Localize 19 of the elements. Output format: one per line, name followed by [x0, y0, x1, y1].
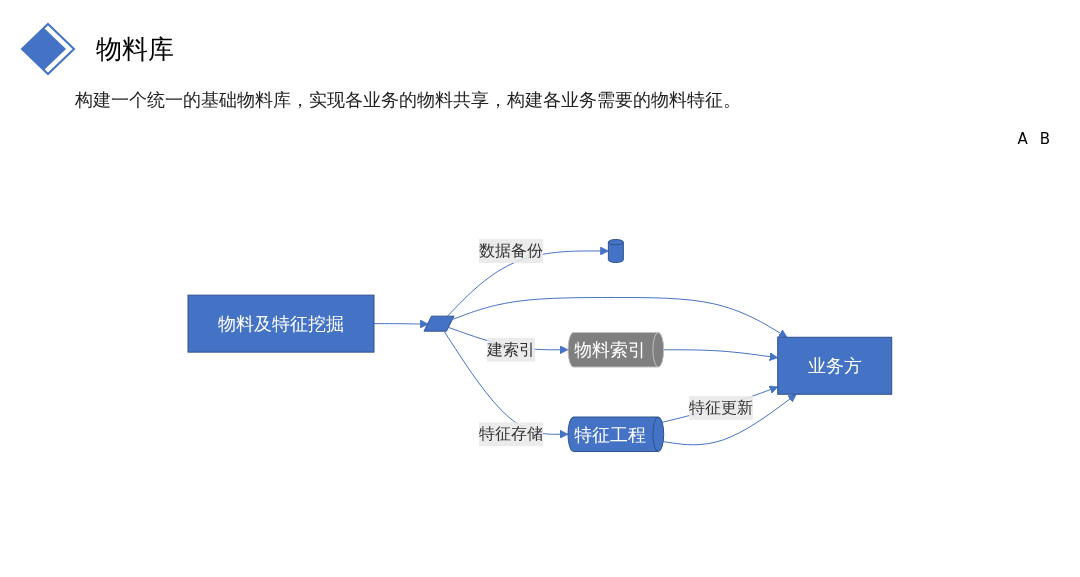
edge-marker-letter: A — [1017, 130, 1028, 148]
arrow — [663, 349, 779, 361]
edge-label: 特征更新 — [689, 397, 754, 417]
arrow — [452, 296, 788, 338]
arrow — [662, 393, 797, 446]
subtitle: 构建一个统一的基础物料库，实现各业务的物料共享，构建各业务需要的物料特征。 — [75, 88, 741, 112]
node-cylinder — [608, 238, 624, 263]
node-parallelogram — [423, 315, 455, 332]
node-text: 物料索引 — [574, 339, 647, 360]
edge-label: 数据备份 — [479, 240, 544, 260]
arrow — [444, 330, 569, 439]
arrow — [373, 319, 429, 329]
edge-label: 建索引 — [487, 339, 536, 359]
node-box: 业务方 — [777, 336, 893, 395]
node-box: 物料及特征挖掘 — [187, 294, 375, 353]
edge-marker-letter: B — [1039, 130, 1050, 148]
node-text: 特征工程 — [574, 423, 647, 445]
title: 物料库 — [96, 32, 174, 66]
edge-label: 特征存储 — [479, 424, 544, 443]
